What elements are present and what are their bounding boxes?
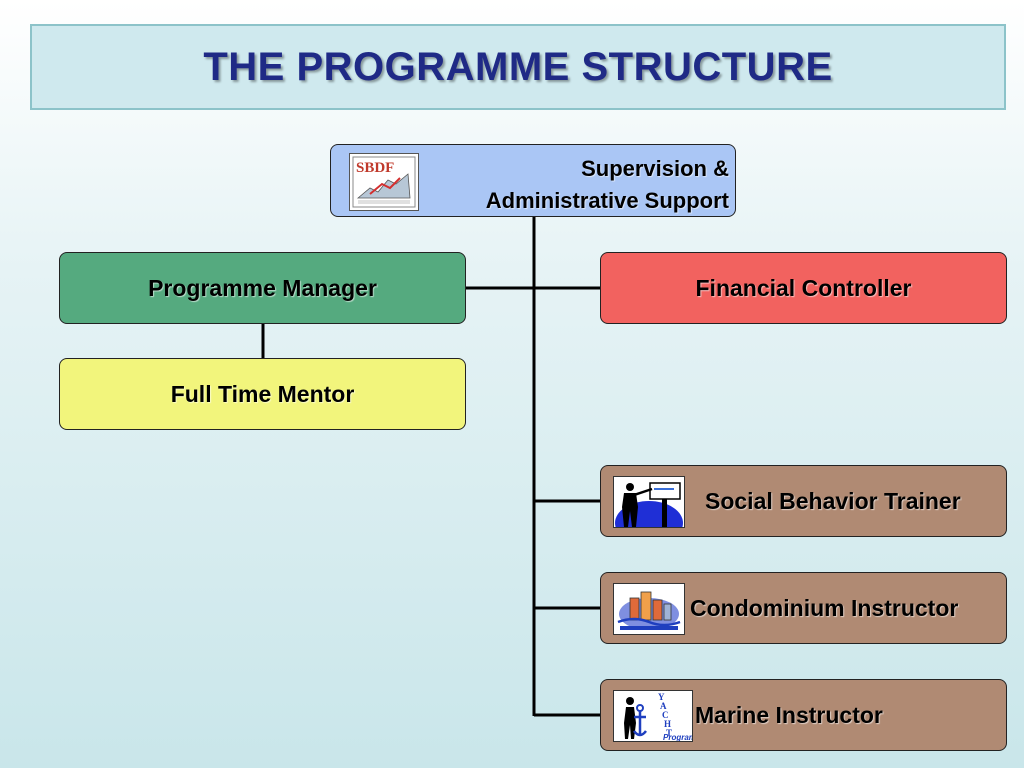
yacht-letter: Y	[658, 692, 665, 702]
page-title: THE PROGRAMME STRUCTURE	[203, 44, 833, 89]
supervision-label: Supervision & Administrative Support	[486, 153, 729, 217]
marine-instructor-node: Y A C H T Program Marine Instructor	[600, 679, 1007, 751]
marine-instructor-label: Marine Instructor	[695, 702, 883, 728]
full-time-mentor-label: Full Time Mentor	[170, 380, 355, 407]
condominium-instructor-label: Condominium Instructor	[690, 595, 959, 621]
buildings-icon	[613, 583, 685, 635]
programme-manager-node: Programme Manager	[59, 252, 466, 324]
presenter-icon	[613, 476, 685, 528]
social-behavior-trainer-label: Social Behavior Trainer	[705, 488, 961, 514]
programme-manager-label: Programme Manager	[148, 274, 377, 301]
supervision-line1: Supervision &	[581, 156, 729, 181]
yacht-letter: T	[666, 728, 672, 738]
condominium-instructor-node: Condominium Instructor	[600, 572, 1007, 644]
financial-controller-label: Financial Controller	[695, 274, 912, 301]
financial-controller-node: Financial Controller	[600, 252, 1007, 324]
social-behavior-trainer-node: Social Behavior Trainer	[600, 465, 1007, 537]
yacht-letter: C	[662, 710, 669, 720]
supervision-line2: Administrative Support	[485, 188, 729, 213]
supervision-node: SBDF Supervision & Administrative Suppor…	[330, 144, 736, 217]
full-time-mentor-node: Full Time Mentor	[59, 358, 466, 430]
yacht-letter: H	[664, 719, 671, 729]
yacht-letter: A	[660, 701, 667, 711]
title-banner: THE PROGRAMME STRUCTURE	[30, 24, 1006, 110]
logo-text: SBDF	[356, 160, 394, 176]
yacht-program-icon: Y A C H T Program	[613, 690, 693, 742]
sbdf-logo-icon: SBDF	[349, 153, 419, 211]
yacht-program-text: Program	[663, 733, 692, 741]
